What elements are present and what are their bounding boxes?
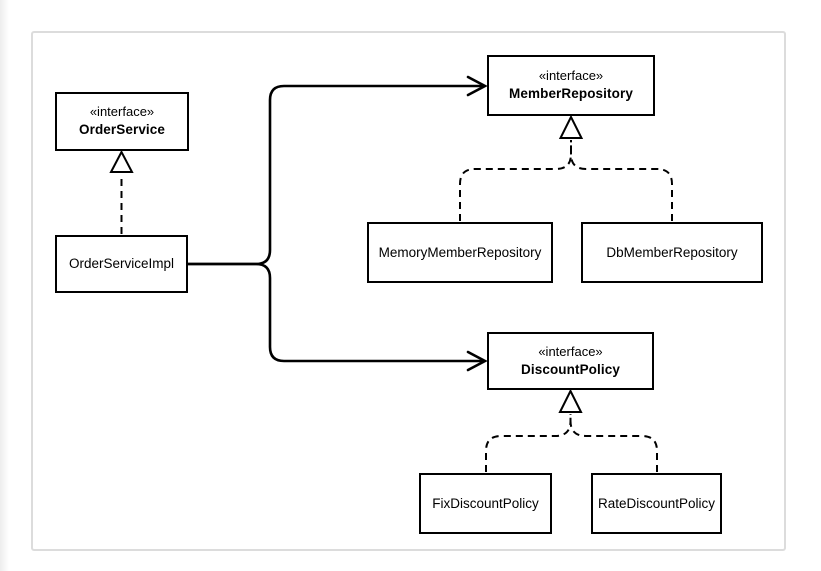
class-name-label: DbMemberRepository [606, 244, 738, 260]
realization-edge-dbmemberrepository-memberrepository [570, 140, 673, 221]
dependency-edge-orderserviceimpl-discountpolicy [186, 262, 488, 372]
class-name-label: MemberRepository [509, 86, 633, 102]
hollow-triangle-discountpolicy [558, 388, 583, 413]
class-name-label: MemoryMemberRepository [378, 244, 542, 260]
stereotype-label: «interface» [538, 343, 603, 359]
class-box-memberrepository: «interface» MemberRepository [487, 55, 655, 116]
page-edge-shade [0, 0, 9, 571]
class-box-fixdiscountpolicy: FixDiscountPolicy [419, 473, 552, 534]
hollow-triangle-memberrepository [558, 114, 584, 139]
class-name-label: FixDiscountPolicy [432, 495, 539, 511]
realization-edge-memorymemberrepository-memberrepository [459, 140, 572, 221]
class-box-orderserviceimpl: OrderServiceImpl [55, 235, 188, 293]
realization-edge-fixdiscountpolicy-discountpolicy [485, 414, 572, 472]
class-name-label: DiscountPolicy [521, 361, 620, 377]
class-name-label: RateDiscountPolicy [597, 495, 716, 511]
class-box-ratediscountpolicy: RateDiscountPolicy [591, 473, 722, 534]
stereotype-label: «interface» [89, 104, 155, 120]
class-name-label: OrderService [78, 122, 165, 138]
stereotype-label: «interface» [538, 68, 604, 84]
realization-edge-ratediscountpolicy-discountpolicy [569, 414, 658, 472]
class-box-orderservice: «interface» OrderService [55, 92, 189, 151]
class-name-label: OrderServiceImpl [68, 256, 175, 272]
realization-edge-orderserviceimpl-orderservice [109, 149, 134, 234]
dependency-edge-orderserviceimpl-memberrepository [186, 75, 488, 266]
class-box-dbmemberrepository: DbMemberRepository [581, 222, 763, 283]
class-box-memorymemberrepository: MemoryMemberRepository [367, 222, 553, 283]
class-box-discountpolicy: «interface» DiscountPolicy [487, 332, 654, 390]
